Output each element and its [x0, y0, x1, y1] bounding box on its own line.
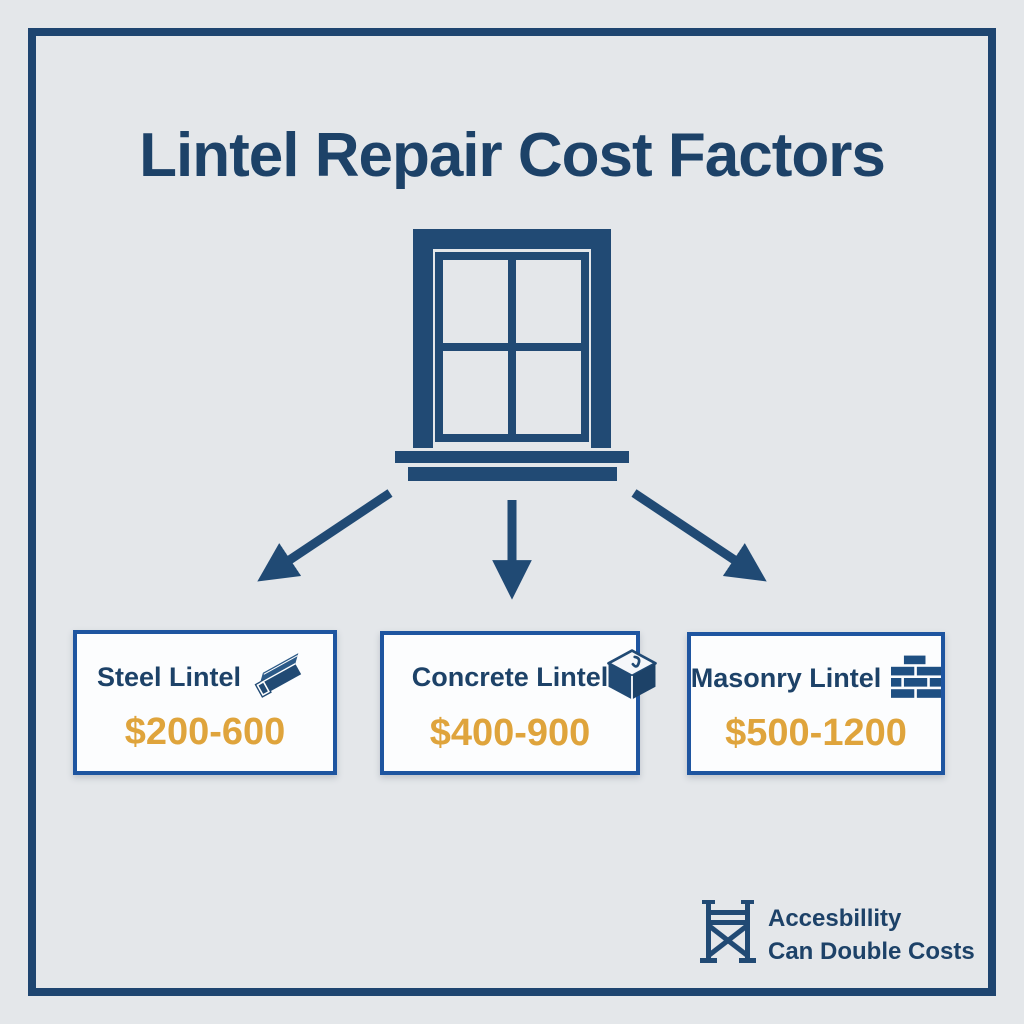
arrow-left-icon	[257, 489, 393, 582]
factor-price: $500-1200	[725, 712, 907, 754]
factor-card-header: Steel Lintel	[97, 651, 313, 703]
note-line-1: Accesbillity	[768, 905, 902, 932]
factor-label: Concrete Lintel	[411, 662, 609, 692]
factor-price: $400-900	[429, 711, 591, 754]
steel-beam-icon	[254, 653, 302, 698]
accessibility-note-text: Accesbillity Can Double Costs	[768, 900, 975, 968]
factor-label: Masonry Lintel	[690, 662, 882, 693]
factor-card-concrete: Concrete Lintel $400-900	[380, 631, 657, 775]
page-title: Lintel Repair Cost Factors	[139, 121, 886, 190]
factor-card-masonry: Masonry Lintel $500-1200	[687, 632, 945, 775]
note-line-2: Can Double Costs	[768, 938, 975, 965]
scaffold-icon	[700, 900, 756, 963]
factor-card-header: Concrete Lintel	[412, 652, 609, 704]
factor-label: Steel Lintel	[96, 661, 242, 692]
factor-card-header: Masonry Lintel	[691, 652, 942, 704]
page-border-frame	[28, 28, 996, 996]
factor-price: $200-600	[124, 711, 286, 753]
branch-arrows	[257, 489, 767, 600]
brick-wall-icon	[891, 655, 942, 698]
window-icon	[395, 229, 629, 481]
accessibility-note: Accesbillity Can Double Costs	[700, 900, 975, 968]
arrow-right-icon	[631, 489, 767, 582]
concrete-block-icon	[607, 649, 657, 700]
factor-card-steel: Steel Lintel $200-600	[73, 630, 337, 775]
